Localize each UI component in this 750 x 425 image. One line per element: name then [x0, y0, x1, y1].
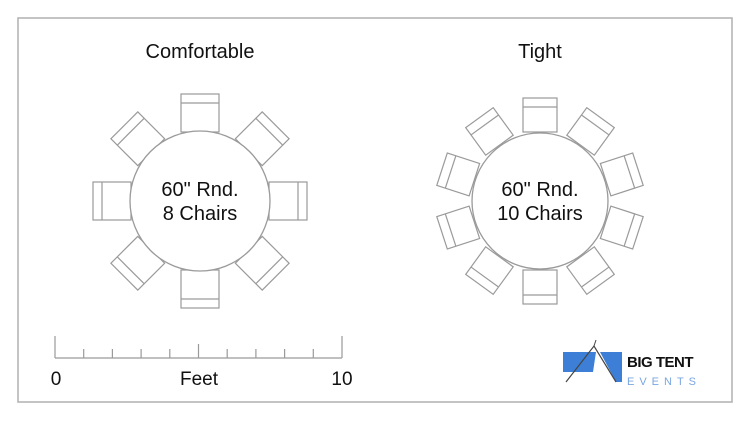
round-table — [471, 132, 609, 270]
chair-back — [581, 266, 610, 288]
chair-seat — [565, 245, 616, 296]
table-size-label: 60" Rnd. — [501, 179, 578, 201]
tight-layout: Tight 60" Rnd. 10 Chairs — [436, 41, 644, 305]
chair — [436, 152, 481, 197]
logo-tent-left — [563, 352, 596, 372]
chair-back — [623, 213, 636, 247]
scale-start: 0 — [51, 369, 62, 390]
chair-seat — [92, 181, 132, 221]
scale-unit: Feet — [180, 369, 219, 390]
scale-bar: 0 Feet 10 — [51, 336, 353, 390]
chair-count-label: 10 Chairs — [497, 203, 583, 225]
chair-back — [623, 155, 636, 189]
chair-seat — [180, 269, 220, 309]
chair — [599, 152, 644, 197]
chair-back — [470, 114, 499, 136]
chair — [522, 269, 558, 305]
chair — [180, 93, 220, 133]
chair-seat — [436, 205, 481, 250]
comfortable-layout: Comfortable 60" Rnd. 8 Chairs — [92, 41, 308, 309]
scale-end: 10 — [331, 369, 352, 390]
chair-back — [116, 117, 145, 146]
logo-tent-right — [600, 352, 622, 382]
chair — [464, 245, 515, 296]
chair — [522, 97, 558, 133]
chair-seat — [522, 97, 558, 133]
chair — [464, 106, 515, 157]
chair-seat — [522, 269, 558, 305]
chair-seat — [599, 152, 644, 197]
chair-seat — [565, 106, 616, 157]
chair-seat — [436, 152, 481, 197]
chair-back — [470, 266, 499, 288]
chair — [268, 181, 308, 221]
chair — [436, 205, 481, 250]
chair-seat — [599, 205, 644, 250]
layout-title: Tight — [518, 41, 562, 63]
chair-back — [444, 213, 457, 247]
chair-seat — [268, 181, 308, 221]
big-tent-events-logo: BIG TENT EVENTS — [563, 339, 701, 388]
chair-back — [444, 155, 457, 189]
chair-seat — [464, 106, 515, 157]
chair — [565, 245, 616, 296]
logo-text-top: BIG TENT — [627, 354, 693, 371]
chair-back — [255, 117, 284, 146]
chair-back — [581, 114, 610, 136]
logo-text-bottom: EVENTS — [627, 376, 701, 388]
chair — [565, 106, 616, 157]
chair — [92, 181, 132, 221]
table-size-label: 60" Rnd. — [161, 179, 238, 201]
chair-back — [255, 256, 284, 285]
chair-count-label: 8 Chairs — [163, 203, 237, 225]
chair — [599, 205, 644, 250]
chair-seat — [464, 245, 515, 296]
chair-back — [116, 256, 145, 285]
frame — [17, 17, 733, 403]
round-table — [129, 130, 271, 272]
layout-title: Comfortable — [146, 41, 255, 63]
chair-seat — [180, 93, 220, 133]
chair — [180, 269, 220, 309]
